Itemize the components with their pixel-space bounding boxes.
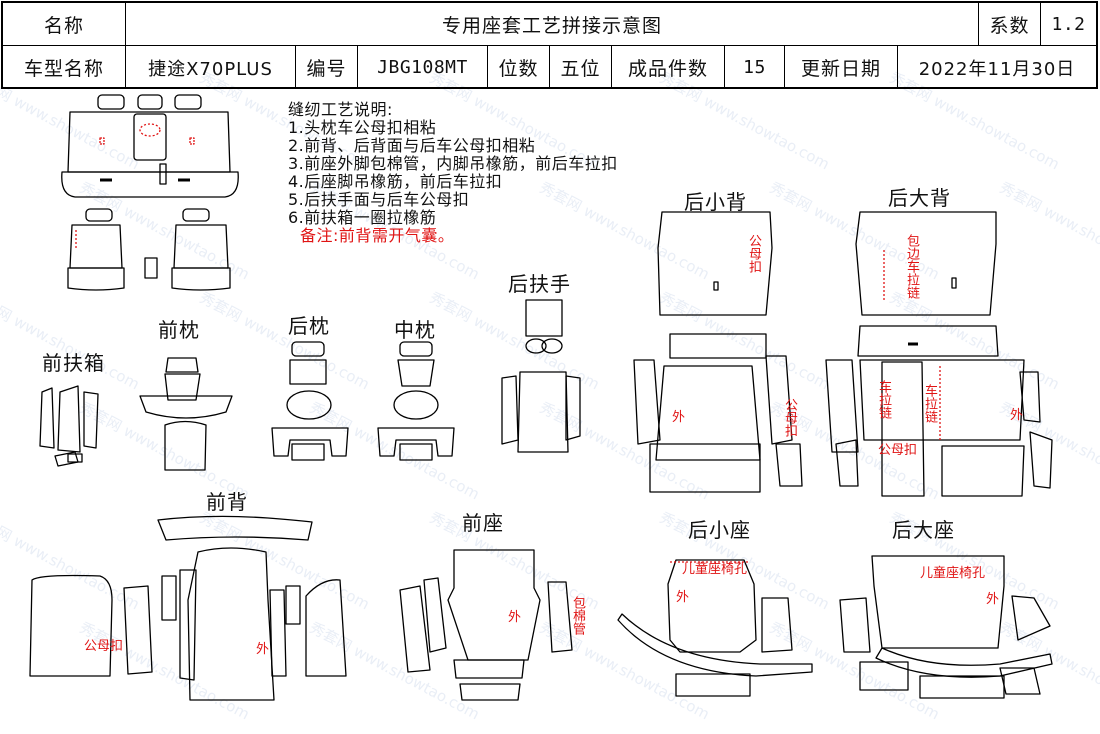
rear-large-seat-pieces	[839, 555, 1053, 699]
mark-outer-front-seat: 外	[508, 610, 522, 625]
front-armbox-pieces	[39, 385, 99, 467]
pieces-label: 成品件数	[612, 46, 725, 89]
rear-small-seat-pieces	[617, 559, 813, 697]
seat-overview-thumbnail	[61, 94, 239, 291]
mark-outer-small-seat: 外	[676, 590, 690, 605]
label-middle-headrest: 中枕	[394, 318, 436, 342]
seats-label: 位数	[488, 46, 550, 89]
mark-snap-front-back: 公母扣	[84, 639, 124, 654]
mark-snap-small-back: 公母扣	[746, 234, 761, 273]
pieces-value: 15	[725, 46, 785, 89]
label-rear-headrest: 后枕	[288, 314, 330, 338]
mark-outer-large-seat: 外	[986, 592, 1000, 607]
label-front-armbox: 前扶箱	[42, 351, 105, 375]
front-seat-pieces	[399, 549, 573, 701]
mark-zipper-right: 车拉链	[922, 384, 937, 423]
mark-child-seat-hole-large: 儿童座椅孔	[920, 566, 986, 581]
note-item-5: 5.后扶手面与后车公母扣	[288, 190, 470, 209]
name-label: 名称	[3, 3, 126, 46]
red-stitch-marks	[670, 250, 941, 563]
note-item-4: 4.后座脚吊橡筋，前后车拉扣	[288, 172, 503, 191]
mark-outer-front-back: 外	[256, 642, 270, 657]
label-rear-small-back: 后小背	[684, 190, 747, 214]
front-headrest-pieces	[139, 357, 233, 471]
note-item-1: 1.头枕车公母扣相粘	[288, 118, 437, 137]
mark-snap-small-back-side: 公母扣	[782, 398, 797, 437]
mark-edge-zipper: 包边车拉链	[904, 234, 919, 299]
code-label: 编号	[296, 46, 358, 89]
front-back-pieces	[29, 515, 347, 701]
date-value: 2022年11月30日	[918, 58, 1076, 80]
label-rear-small-seat: 后小座	[688, 518, 751, 542]
notes-heading: 缝纫工艺说明:	[288, 100, 393, 119]
sewing-notes: 缝纫工艺说明: 1.头枕车公母扣相粘 2.前背、后背面与后车公母扣相粘 3.前座…	[288, 101, 618, 245]
rear-small-back-pieces	[633, 211, 803, 493]
label-rear-large-seat: 后大座	[892, 518, 955, 542]
note-item-3: 3.前座外脚包棉管，内脚吊橡筋，前后车拉扣	[288, 154, 618, 173]
rear-large-back-pieces	[825, 211, 1053, 497]
label-front-seat: 前座	[462, 511, 504, 535]
mark-outer-large-back: 外	[1010, 408, 1024, 423]
label-front-back: 前背	[206, 490, 248, 514]
note-item-2: 2.前背、后背面与后车公母扣相粘	[288, 136, 536, 155]
rear-headrest-pieces	[271, 341, 349, 461]
rear-armrest-pieces	[501, 299, 581, 453]
middle-headrest-pieces	[377, 341, 455, 461]
coef-label: 系数	[979, 3, 1041, 46]
label-rear-armrest: 后扶手	[508, 272, 571, 296]
code-value: JBG108MT	[358, 46, 488, 89]
model-value: 捷途X70PLUS	[126, 46, 296, 89]
mark-outer-small-back: 外	[672, 410, 686, 425]
model-label: 车型名称	[3, 46, 126, 89]
mark-snap-large-back: 公母扣	[878, 443, 918, 458]
date-label: 更新日期	[785, 46, 898, 89]
seats-value: 五位	[550, 46, 612, 89]
label-rear-large-back: 后大背	[888, 186, 951, 210]
mark-child-seat-hole-small: 儿童座椅孔	[682, 562, 748, 577]
label-front-headrest: 前枕	[158, 318, 200, 342]
header-table: 名称 专用座套工艺拼接示意图 系数 1.2 车型名称 捷途X70PLUS 编号 …	[1, 1, 1098, 89]
mark-zipper-left: 车拉链	[876, 380, 891, 419]
notes-remark: 备注:前背需开气囊。	[300, 226, 455, 245]
page-title: 专用座套工艺拼接示意图	[126, 3, 979, 46]
mark-cotton-tube: 包棉管	[570, 596, 585, 635]
note-item-6: 6.前扶箱一圈拉橡筋	[288, 208, 437, 227]
coef-value: 1.2	[1041, 3, 1096, 46]
